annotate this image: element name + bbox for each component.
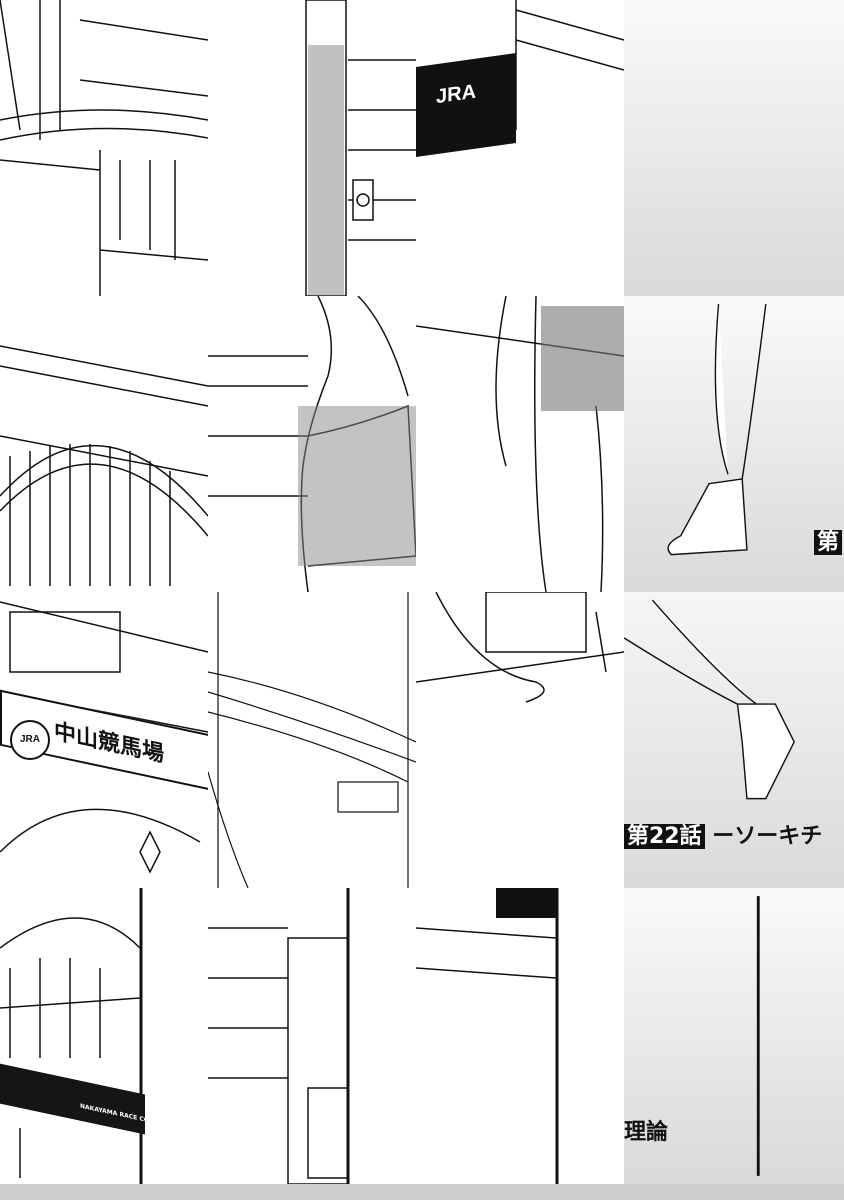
panel-tile-arch-gate	[0, 296, 208, 592]
panel-tile-jra-sign: JRA	[416, 0, 624, 296]
panel-tile-pillar	[208, 0, 416, 296]
bottom-margin	[0, 1184, 844, 1200]
panel-tile-title-end: 理論	[624, 888, 844, 1184]
panel-tile-woman-profile	[208, 296, 416, 592]
panel-tile-building	[208, 888, 416, 1184]
panel-tile-station-arch	[0, 0, 208, 296]
chapter-title-fragment: ーソーキチ	[712, 824, 823, 849]
jra-sign: JRA	[416, 52, 516, 158]
panel-tile-foot-title: 第22話 ーソーキチ	[624, 592, 844, 888]
panel-tile-venue-sign: 中山競馬場 JRA	[0, 592, 208, 888]
panel-tile-gray-blank	[624, 0, 844, 296]
panel-tile-hand	[416, 592, 624, 888]
panel-tile-flowing-hair	[208, 592, 416, 888]
jra-logo: JRA	[10, 720, 50, 760]
panel-tile-road	[416, 888, 624, 1184]
chapter-number: 第22話	[624, 824, 705, 849]
panel-tile-foot: 第	[624, 296, 844, 592]
chapter-title-end: 理論	[624, 1120, 669, 1145]
panel-tile-gate-banner: NAKAYAMA RACE CO	[0, 888, 208, 1184]
panel-tile-legs-shorts	[416, 296, 624, 592]
chapter-prefix: 第	[814, 530, 843, 555]
